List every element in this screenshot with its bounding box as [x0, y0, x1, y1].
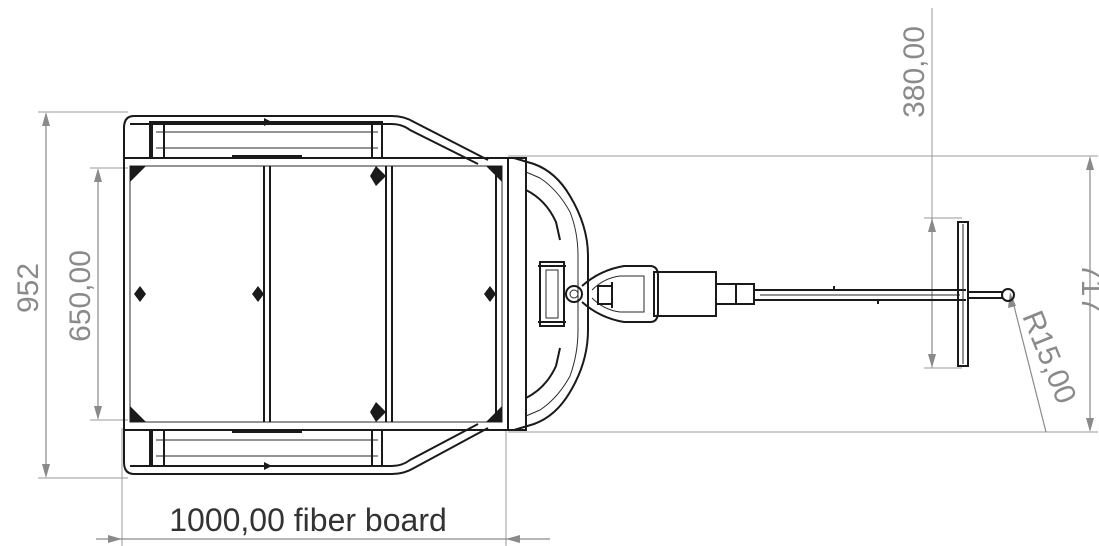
dimension-board-width: 650,00 — [64, 167, 128, 421]
overall-width-label: 952 — [12, 263, 45, 313]
trailer-frame — [123, 115, 1015, 475]
ball-radius-label: R15,00 — [1016, 306, 1083, 408]
drawbar-offset-label: 380,00 — [898, 26, 931, 118]
dimension-overall-width: 952 — [12, 111, 128, 479]
board-width-label: 650,00 — [64, 250, 97, 342]
board-length-label: 1000,00 fiber board — [169, 502, 447, 538]
dimension-ball-radius: R15,00 — [1008, 292, 1083, 433]
dimension-hitch-width: 717 — [508, 155, 1099, 433]
dimension-board-length: 1000,00 fiber board — [96, 428, 550, 546]
hitch-width-label: 717 — [1075, 263, 1099, 313]
dimension-drawbar-offset: 380,00 — [898, 8, 962, 369]
